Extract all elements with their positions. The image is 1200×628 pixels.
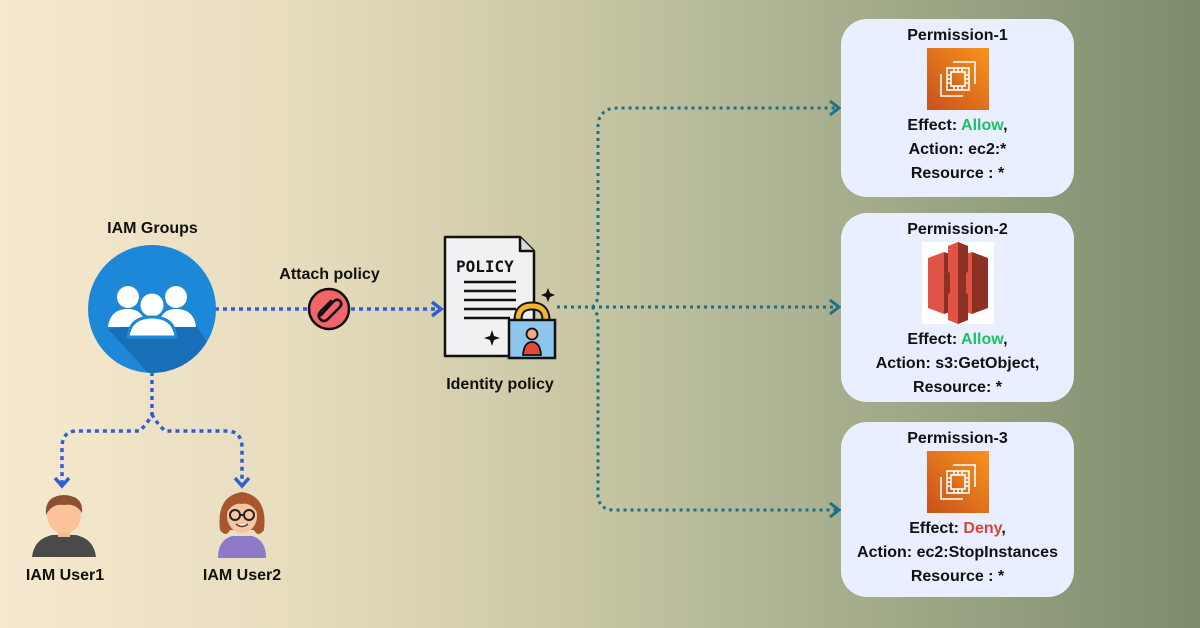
permission-card-2: Permission-2 Effect: Allow, Action: s3:G… xyxy=(841,213,1074,402)
user2-arrowhead xyxy=(233,476,251,489)
permission-effect: Effect: Allow, xyxy=(841,328,1074,352)
identity-policy-label: Identity policy xyxy=(446,376,554,393)
iam-groups-node xyxy=(88,245,216,373)
ec2-icon xyxy=(926,451,989,513)
permission3-arrowhead xyxy=(829,501,842,519)
effect-value: Allow xyxy=(961,117,1004,134)
attach-policy-label: Attach policy xyxy=(279,266,380,283)
policy-to-permission3-connector xyxy=(590,305,838,512)
iam-user2-avatar xyxy=(210,488,274,560)
permission-card-3: Permission-3 Effect: Deny, Action: ec2:S… xyxy=(841,422,1074,597)
effect-label: Effect: xyxy=(909,520,964,537)
policy-arrowhead xyxy=(430,300,444,318)
group-to-user2-connector xyxy=(150,413,244,485)
effect-suffix: , xyxy=(1001,520,1006,537)
policy-to-permission1-connector xyxy=(591,106,838,309)
permission-action: Action: ec2:* xyxy=(908,141,1007,158)
permission-effect: Effect: Allow, xyxy=(841,114,1074,138)
permission-resource: Resource: * xyxy=(913,379,1002,396)
permission-action: Action: ec2:StopInstances xyxy=(857,544,1058,561)
male-user-icon xyxy=(32,495,96,557)
policy-doc-label: POLICY xyxy=(456,257,514,276)
female-user-icon xyxy=(218,492,266,558)
effect-suffix: , xyxy=(1003,117,1008,134)
group-users-icon xyxy=(88,245,216,373)
permission-title: Permission-3 xyxy=(907,430,1008,447)
permission-resource: Resource : * xyxy=(910,568,1005,585)
effect-suffix: , xyxy=(1003,331,1008,348)
permission2-arrowhead xyxy=(829,298,842,316)
identity-policy-node: POLICY xyxy=(440,234,560,360)
lock-icon xyxy=(507,301,557,360)
permission-title: Permission-1 xyxy=(907,27,1008,44)
permission1-arrowhead xyxy=(829,99,842,117)
s3-icon xyxy=(921,242,994,324)
iam-user2-label: IAM User2 xyxy=(202,567,282,584)
policy-document-icon: POLICY xyxy=(443,235,557,360)
permission-resource: Resource : * xyxy=(910,165,1005,182)
ec2-icon xyxy=(926,48,989,110)
iam-user1-label: IAM User1 xyxy=(25,567,105,584)
iam-user1-avatar xyxy=(30,491,98,559)
effect-label: Effect: xyxy=(907,117,962,134)
effect-value: Allow xyxy=(961,331,1004,348)
group-to-user1-connector xyxy=(60,372,154,485)
permission-action: Action: s3:GetObject, xyxy=(875,355,1040,372)
iam-groups-label: IAM Groups xyxy=(107,220,198,237)
permission-card-1: Permission-1 Effect: Allow, Action: ec2:… xyxy=(841,19,1074,197)
paperclip-icon xyxy=(307,287,351,331)
attach-policy-node xyxy=(307,287,351,331)
permission-effect: Effect: Deny, xyxy=(841,517,1074,541)
effect-label: Effect: xyxy=(907,331,962,348)
effect-value: Deny xyxy=(963,520,1002,537)
user1-arrowhead xyxy=(53,476,71,489)
permission-title: Permission-2 xyxy=(907,221,1008,238)
